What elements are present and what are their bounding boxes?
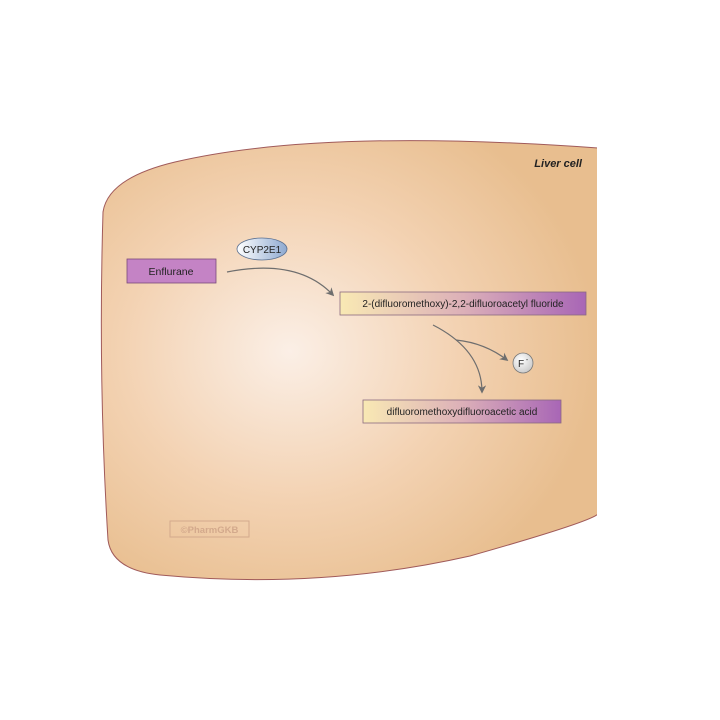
fluoride-ion-label: F <box>518 359 524 370</box>
substrate-label: Enflurane <box>149 266 194 278</box>
reaction-arrow-3 <box>432 324 487 394</box>
enzyme-label: CYP2E1 <box>243 245 282 256</box>
substrate-node[interactable]: Enflurane <box>126 258 217 284</box>
product-node[interactable]: difluoromethoxydifluoroacetic acid <box>362 399 562 424</box>
cell-label: Liver cell <box>534 158 583 170</box>
fluoride-ion-charge: - <box>526 357 529 364</box>
intermediate-label: 2-(difluoromethoxy)-2,2-difluoroacetyl f… <box>362 299 564 310</box>
watermark-label: ©PharmGKB <box>181 525 239 536</box>
liver-cell-membrane <box>100 140 599 581</box>
enzyme-cyp2e1[interactable]: CYP2E1 <box>236 237 288 261</box>
intermediate-node[interactable]: 2-(difluoromethoxy)-2,2-difluoroacetyl f… <box>339 291 587 316</box>
cell-crop-mask <box>597 146 601 518</box>
reaction-arrow-1 <box>226 267 335 297</box>
product-label: difluoromethoxydifluoroacetic acid <box>387 407 538 418</box>
reaction-arrow-2 <box>455 339 509 362</box>
fluoride-ion-node[interactable]: F - <box>512 352 534 374</box>
pharmgkb-watermark: ©PharmGKB <box>169 520 250 538</box>
